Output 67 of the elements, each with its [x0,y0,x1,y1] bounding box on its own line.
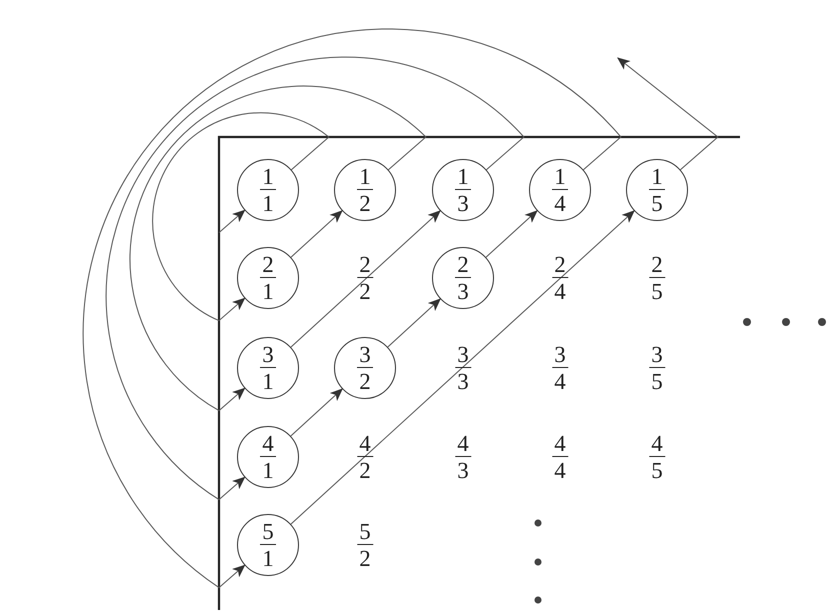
fraction-numerator: 4 [357,432,373,457]
fraction-denominator: 4 [553,278,567,303]
fraction-denominator: 3 [456,368,470,393]
arrow [218,210,246,234]
fraction-numerator: 5 [260,520,276,545]
fraction-circle [432,247,494,309]
fraction-numerator: 3 [357,343,373,368]
fraction-numerator: 5 [357,520,373,545]
fraction-circle [432,159,494,221]
fraction-denominator: 2 [358,545,372,570]
fraction-denominator: 1 [261,278,275,303]
fraction-numerator: 2 [552,253,568,278]
arrow [290,210,635,525]
fraction-denominator: 3 [456,190,470,215]
fraction-circle [529,159,591,221]
fraction-circle [237,337,299,399]
fraction-numerator: 1 [260,165,276,190]
arrow [82,28,622,588]
arrow [387,298,441,348]
fraction-numerator: 4 [455,432,471,457]
fraction-circle [237,247,299,309]
fraction-circle [626,159,688,221]
fraction-circle [237,514,299,576]
fraction-circle [334,159,396,221]
fraction-numerator: 1 [552,165,568,190]
arrow [290,210,343,258]
fraction-denominator: 1 [261,457,275,482]
fraction-numerator: 2 [260,253,276,278]
fraction-denominator: 2 [358,368,372,393]
fraction-denominator: 3 [456,278,470,303]
fraction-denominator: 5 [650,190,664,215]
fraction-numerator: 1 [455,165,471,190]
arrow [290,210,441,348]
fraction-denominator: 3 [456,457,470,482]
fraction-denominator: 1 [261,545,275,570]
arrow [106,56,524,500]
fraction-circle [237,159,299,221]
fraction-numerator: 4 [649,432,665,457]
fraction-numerator: 3 [455,343,471,368]
fraction-denominator: 4 [553,368,567,393]
arrow [290,388,343,436]
fraction-numerator: 1 [357,165,373,190]
fraction-denominator: 1 [261,368,275,393]
fraction-denominator: 4 [553,457,567,482]
fraction-denominator: 5 [650,457,664,482]
fraction-numerator: 1 [649,165,665,190]
fraction-denominator: 2 [358,457,372,482]
fraction-numerator: 2 [455,253,471,278]
fraction-circle [334,337,396,399]
fraction-numerator: 4 [552,432,568,457]
fraction-numerator: 2 [357,253,373,278]
fraction-numerator: 4 [260,432,276,457]
arrow [130,86,426,412]
fraction-denominator: 4 [553,190,567,215]
fraction-denominator: 2 [358,278,372,303]
fraction-denominator: 5 [650,368,664,393]
fraction-numerator: 3 [260,343,276,368]
fraction-numerator: 2 [649,253,665,278]
arrow [617,57,719,170]
fraction-denominator: 2 [358,190,372,215]
fraction-denominator: 1 [261,190,275,215]
arrow [486,210,538,258]
fraction-numerator: 3 [552,343,568,368]
fraction-circle [237,426,299,488]
fraction-denominator: 5 [650,278,664,303]
fraction-numerator: 3 [649,343,665,368]
arrow [152,112,330,322]
